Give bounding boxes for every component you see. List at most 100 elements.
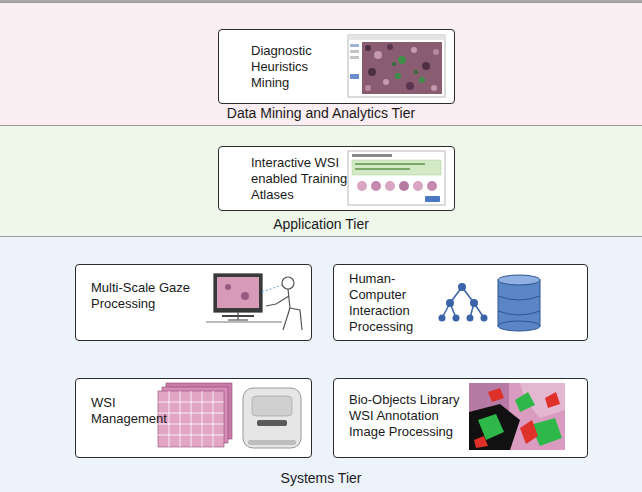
gaze-illustration-part [266, 296, 289, 306]
database-icon-part [498, 311, 540, 315]
tier-label: Application Tier [273, 216, 369, 233]
screenshot-thumbnail-part [352, 160, 441, 175]
wsi-grid-part-part [202, 391, 203, 447]
wsi-grid-part-part [213, 391, 214, 447]
gaze-illustration-part [228, 319, 248, 320]
box-label: Human-Computer Interaction Processing [349, 271, 449, 335]
screenshot-thumbnail [348, 35, 445, 97]
screenshot-thumbnail-part [365, 85, 371, 91]
screenshot-thumbnail-part [357, 181, 367, 191]
gaze-illustration-part [206, 321, 282, 322]
annotation-image-part [545, 392, 560, 408]
tree-icon-part-part [481, 315, 488, 322]
screenshot-thumbnail-part [383, 79, 389, 85]
wsi-grid-part-part [180, 391, 181, 447]
tree-icon-part-part [467, 315, 474, 322]
screenshot-thumbnail-part [431, 85, 437, 91]
tier-label: Data Mining and Analytics Tier [227, 105, 415, 122]
tier-band: Systems Tier Multi-Scale Gaze Processing H… [0, 236, 642, 492]
screenshot-thumbnail-part [425, 196, 440, 202]
screenshot-thumbnail-part [419, 77, 425, 83]
screenshot-thumbnail [348, 151, 445, 205]
wsi-grid-part-part [191, 391, 192, 447]
screenshot-thumbnail-part [414, 70, 418, 74]
tree-icon-part-part [470, 299, 478, 307]
tier-band: Application Tier Interactive WSI enabled … [0, 125, 642, 236]
wsi-grid-part-part [158, 424, 224, 425]
database-icon-part [498, 275, 540, 285]
screenshot-thumbnail-part [398, 56, 406, 64]
wsi-grid-part [158, 391, 224, 447]
annotation-image-part [469, 383, 565, 450]
database-icon [498, 275, 540, 331]
tree-icon-part [439, 283, 488, 322]
wsi-grid-part-part [158, 402, 224, 403]
screenshot-thumbnail-part [374, 51, 382, 59]
screenshot-thumbnail-part [355, 168, 410, 170]
gaze-illustration-part [282, 277, 294, 289]
screenshot-thumbnail-part [392, 62, 396, 66]
database-icon-part [498, 321, 540, 331]
tree-icon [439, 283, 488, 322]
screenshot-thumbnail-part [399, 181, 409, 191]
screenshot-thumbnail-part [406, 82, 414, 90]
gaze-illustration-part [283, 308, 290, 330]
screenshot-thumbnail-part [352, 154, 392, 157]
screenshot-thumbnail-part [413, 181, 423, 191]
tier-label: Systems Tier [281, 470, 362, 487]
box-label: WSI Management [91, 395, 159, 427]
annotation-image-part [474, 436, 488, 448]
screenshot-thumbnail-part [350, 50, 359, 53]
screenshot-thumbnail-part [350, 74, 359, 79]
screenshot-thumbnail-part [427, 181, 437, 191]
gaze-illustration [206, 274, 302, 330]
screenshot-thumbnail-part [422, 62, 430, 70]
tree-icon-part-part [453, 315, 460, 322]
screenshot-thumbnail-part [365, 45, 371, 51]
annotation-image-part [488, 388, 504, 402]
box-label: Diagnostic Heuristics Mining [251, 43, 347, 91]
screenshot-thumbnail-part [433, 49, 439, 55]
annotation-image [469, 383, 565, 450]
screenshot-thumbnail-part [385, 181, 395, 191]
screenshot-thumbnail-part [368, 68, 376, 76]
screenshot-thumbnail-part [355, 163, 425, 165]
tree-icon-part-part [439, 315, 446, 322]
screenshot-thumbnail-part [348, 35, 445, 40]
box-label: Interactive WSI enabled Training Atlases [251, 155, 349, 203]
tree-icon-part-part [446, 299, 454, 307]
frame-line [0, 0, 642, 2]
annotation-image-part [520, 420, 538, 444]
screenshot-thumbnail-part [362, 42, 442, 94]
screenshot-thumbnail-part [348, 35, 445, 97]
gaze-illustration-part [214, 274, 262, 312]
box-label: Bio-Objects Library WSI Annotation Image… [349, 392, 474, 440]
scanner-device-part [257, 420, 287, 426]
screenshot-thumbnail-part [348, 151, 445, 205]
screenshot-thumbnail-part [411, 47, 417, 53]
component-box: Human-Computer Interaction Processing [333, 264, 588, 341]
screenshot-thumbnail-part [350, 56, 359, 59]
wsi-grid [158, 383, 232, 447]
tree-icon-part-part [458, 283, 466, 291]
annotation-image-part [515, 392, 535, 412]
scanner-device-part [248, 440, 296, 445]
screenshot-thumbnail-part [395, 73, 401, 79]
scanner-device-part [252, 396, 292, 416]
component-box: Multi-Scale Gaze Processing [75, 264, 312, 341]
wsi-grid-part [158, 391, 224, 447]
annotation-image-part [469, 404, 520, 450]
gaze-illustration-part [241, 292, 249, 300]
gaze-illustration-part [222, 315, 254, 317]
screenshot-thumbnail-part [387, 44, 393, 50]
gaze-illustration-part [262, 285, 282, 292]
box-label: Multi-Scale Gaze Processing [91, 280, 209, 312]
wsi-grid-part-part [169, 391, 170, 447]
screenshot-thumbnail-part [371, 181, 381, 191]
scanner-device [243, 388, 301, 448]
wsi-grid-part-part [158, 435, 224, 436]
tree-icon-part [442, 287, 484, 318]
database-icon-part [498, 280, 540, 326]
gaze-illustration-part [225, 284, 231, 290]
tier-band: Data Mining and Analytics Tier Diagnostic… [0, 2, 642, 125]
